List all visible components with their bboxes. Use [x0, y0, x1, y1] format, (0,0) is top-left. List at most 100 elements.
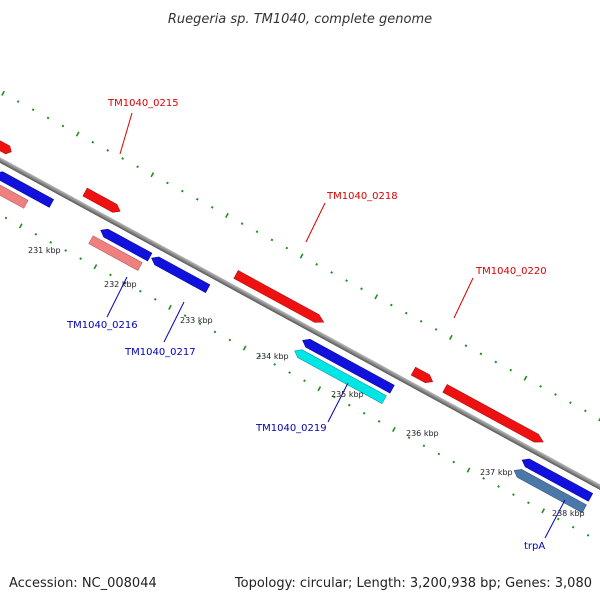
- major-tick: [18, 223, 23, 229]
- gene-label-tm1040-0219[interactable]: TM1040_0219: [255, 423, 327, 434]
- major-tick: [391, 426, 396, 433]
- minor-tick: [288, 371, 291, 374]
- minor-tick: [437, 452, 441, 456]
- gene-feature-steelblue[interactable]: [512, 467, 587, 514]
- topology-text: Topology: circular; Length: 3,200,938 bp…: [234, 576, 592, 591]
- gene-label-tm1040-0216[interactable]: TM1040_0216: [66, 320, 138, 331]
- minor-tick: [34, 232, 38, 236]
- label-leader: [327, 382, 349, 423]
- scale-label-236: 236 kbp: [406, 429, 439, 438]
- minor-tick: [270, 238, 274, 242]
- minor-tick: [434, 328, 438, 331]
- minor-tick: [303, 379, 306, 383]
- minor-tick: [255, 230, 259, 234]
- outer-tick-line: [1, 90, 600, 422]
- major-tick: [168, 304, 172, 310]
- minor-tick: [377, 420, 381, 423]
- minor-tick: [109, 273, 112, 277]
- minor-tick: [64, 249, 68, 252]
- label-leader: [453, 277, 474, 319]
- minor-tick: [198, 322, 202, 326]
- label-leader: [163, 301, 185, 343]
- minor-tick: [240, 222, 244, 225]
- major-tick: [75, 131, 80, 137]
- minor-tick: [183, 314, 187, 317]
- minor-tick: [452, 460, 456, 464]
- major-tick: [299, 253, 304, 259]
- minor-tick: [285, 246, 289, 250]
- minor-tick: [584, 409, 587, 413]
- minor-tick: [258, 354, 262, 358]
- gene-feature-pseudo[interactable]: [0, 169, 29, 209]
- minor-tick: [497, 485, 500, 488]
- gene-feature-reverse[interactable]: [520, 456, 594, 502]
- minor-tick: [228, 338, 232, 342]
- minor-tick: [512, 493, 515, 496]
- gene-feature-forward[interactable]: [82, 187, 122, 215]
- gene-feature-forward[interactable]: [233, 270, 326, 326]
- scale-label-235: 235 kbp: [331, 390, 364, 399]
- major-tick: [374, 294, 379, 300]
- minor-tick: [315, 262, 319, 266]
- gene-feature-pseudo[interactable]: [88, 235, 143, 271]
- forward-gene-labels: TM1040_0215 TM1040_0218 TM1040_0220: [107, 98, 547, 319]
- gene-feature-reverse[interactable]: [0, 169, 54, 208]
- major-tick: [523, 375, 528, 381]
- minor-tick: [347, 403, 351, 407]
- minor-tick: [464, 344, 468, 348]
- gene-label-tm1040-0220[interactable]: TM1040_0220: [475, 266, 547, 277]
- minor-tick: [389, 303, 393, 307]
- minor-tick: [136, 165, 139, 169]
- scale-label-233: 233 kbp: [180, 316, 213, 325]
- minor-tick: [407, 436, 411, 440]
- major-tick: [448, 334, 453, 341]
- minor-tick: [404, 311, 408, 315]
- scale-label-237: 237 kbp: [480, 468, 513, 477]
- minor-tick: [79, 257, 82, 260]
- minor-tick: [138, 289, 142, 293]
- major-tick: [93, 264, 98, 270]
- genome-backbone: [0, 138, 600, 507]
- minor-tick: [539, 385, 542, 388]
- gene-label-trpa[interactable]: trpA: [524, 541, 545, 552]
- minor-tick: [479, 352, 483, 356]
- inner-tick-line: [4, 216, 590, 537]
- label-leader: [106, 276, 128, 318]
- major-tick: [317, 386, 322, 392]
- major-tick: [541, 508, 546, 514]
- accession-text: Accession: NC_008044: [9, 576, 157, 591]
- minor-tick: [106, 149, 110, 152]
- major-tick: [225, 212, 229, 218]
- major-tick: [598, 416, 600, 422]
- minor-tick: [61, 124, 65, 128]
- genome-title: Ruegeria sp. TM1040, complete genome: [168, 12, 432, 27]
- gene-feature-forward[interactable]: [0, 130, 13, 156]
- minor-tick: [362, 411, 366, 415]
- gene-feature-forward[interactable]: [410, 366, 435, 385]
- gene-label-tm1040-0215[interactable]: TM1040_0215: [107, 98, 179, 109]
- scale-labels: 231 kbp 232 kbp 233 kbp 234 kbp 235 kbp …: [28, 246, 585, 518]
- minor-tick: [360, 287, 363, 291]
- minor-tick: [273, 363, 277, 366]
- minor-tick: [91, 140, 95, 144]
- minor-tick: [554, 393, 557, 396]
- scale-label-232: 232 kbp: [104, 280, 137, 289]
- reverse-cds-track: [0, 169, 594, 514]
- minor-tick: [482, 476, 485, 480]
- major-tick: [242, 345, 247, 351]
- gene-feature-forward[interactable]: [442, 384, 546, 446]
- gene-feature-reverse[interactable]: [300, 336, 395, 394]
- gene-feature-cyan[interactable]: [292, 347, 387, 404]
- gene-label-tm1040-0217[interactable]: TM1040_0217: [124, 347, 196, 358]
- minor-tick: [556, 517, 560, 521]
- minor-tick: [419, 319, 423, 323]
- label-leader: [544, 499, 566, 539]
- minor-tick: [333, 395, 336, 399]
- minor-tick: [46, 116, 50, 120]
- gene-feature-reverse[interactable]: [149, 254, 211, 293]
- reverse-gene-labels: TM1040_0216 TM1040_0217 TM1040_0219 trpA: [66, 276, 566, 552]
- gene-label-tm1040-0218[interactable]: TM1040_0218: [326, 191, 398, 202]
- minor-tick: [527, 501, 530, 505]
- gene-feature-reverse[interactable]: [98, 226, 153, 262]
- major-tick: [1, 90, 5, 96]
